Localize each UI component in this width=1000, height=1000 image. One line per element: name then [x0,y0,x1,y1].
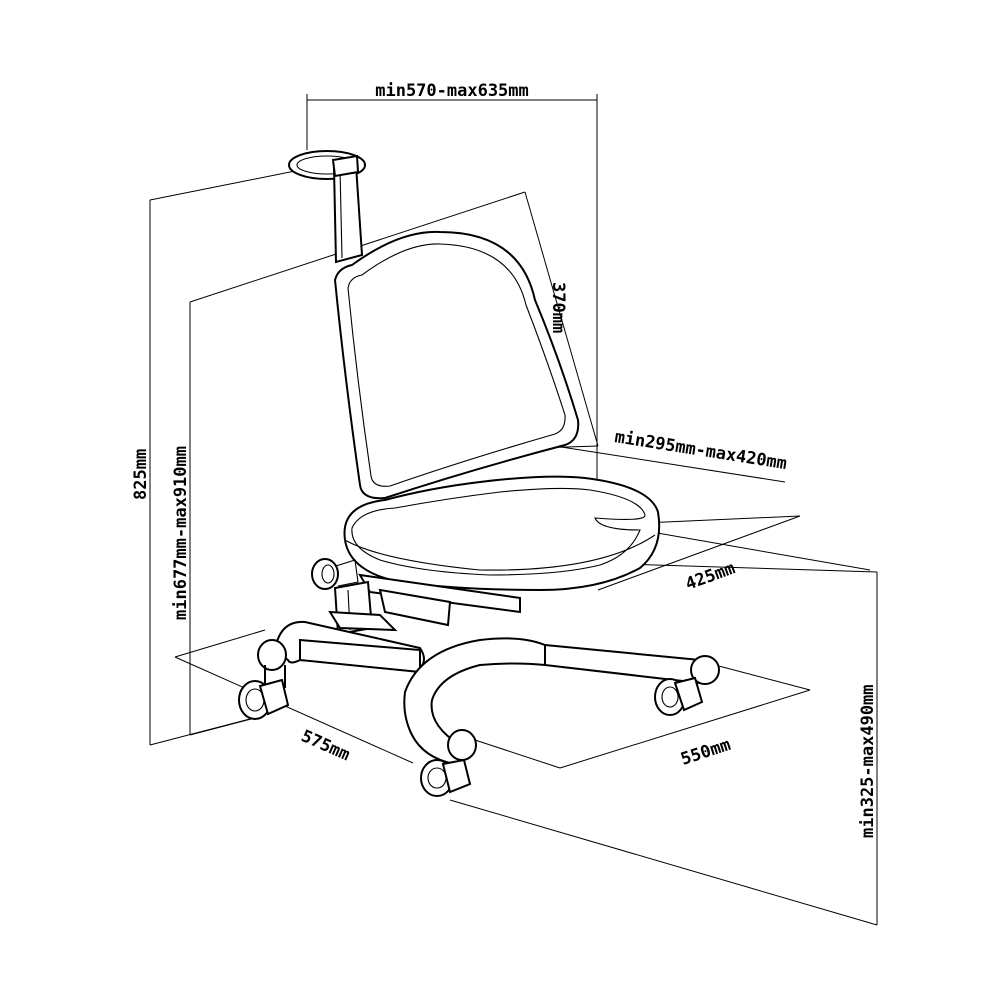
dimension-lines [149,94,878,926]
label-seat-height-range: min325-max490mm [858,684,878,838]
label-base-width: 550mm [678,735,733,770]
label-top-width: min570-max635mm [375,81,529,101]
label-total-height: 825mm [131,449,151,500]
chair [238,150,720,797]
caster-left [238,678,290,720]
caster-right [654,676,704,716]
back-post [332,163,364,264]
label-seat-depth: min295mm-max420mm [613,427,788,474]
backrest [333,230,580,500]
label-seat-width: 425mm [683,558,738,594]
label-backrest-height: 370mm [548,282,568,333]
front-leg [403,637,546,767]
label-back-height-range: min677mm-max910mm [171,446,191,620]
caster-front [420,758,472,797]
